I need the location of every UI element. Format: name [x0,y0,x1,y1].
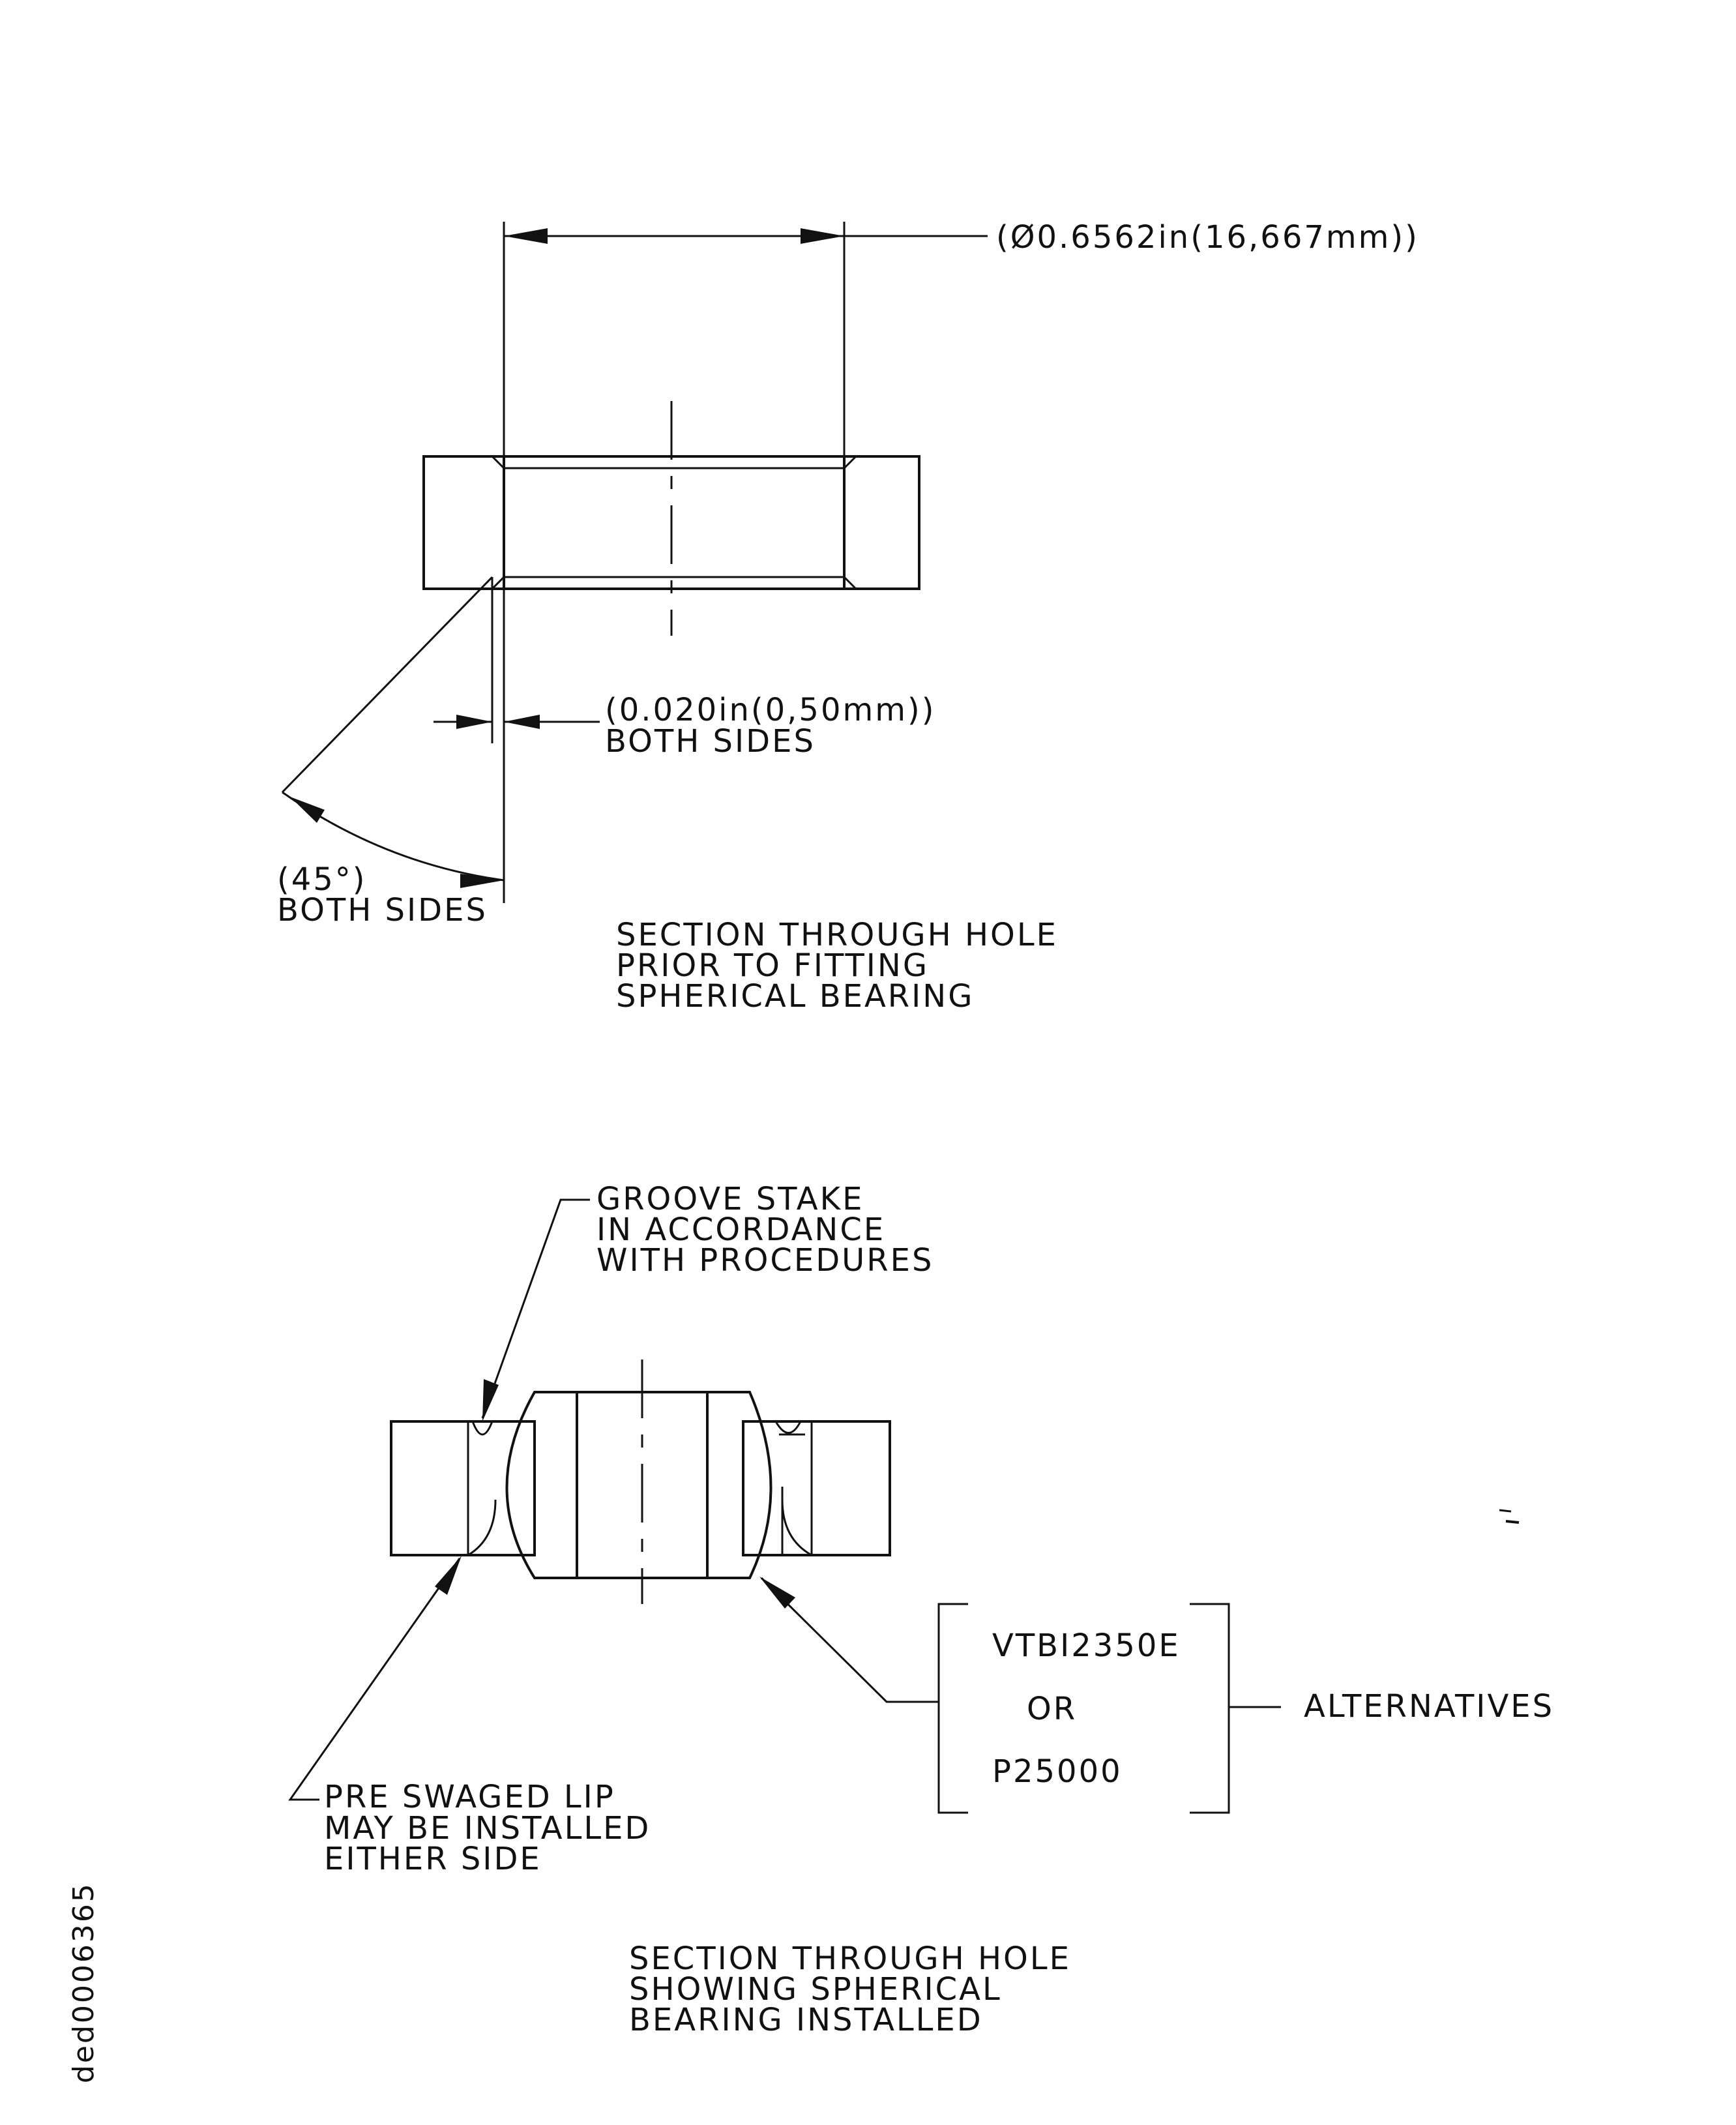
angle-label-line2: BOTH SIDES [277,892,488,929]
chamfer-bl [491,576,505,590]
groove-stake-line1: GROOVE STAKE [596,1181,864,1217]
arrowhead-left [504,228,548,244]
groove-notch-right [774,1421,802,1434]
part-number-2: P25000 [992,1753,1123,1790]
chamfer-tl [491,455,505,469]
part-number-1: VTBI2350E [992,1627,1181,1664]
lip-left [467,1499,497,1556]
top-section-view: (Ø0.6562in(16,667mm)) (0.020in(0,50mm)) … [277,219,1419,1015]
bottom-caption-line1: SECTION THROUGH HOLE [629,1940,1071,1977]
groove-notch-left [471,1421,493,1436]
spherical-bearing-ball [505,1391,772,1579]
scan-specks [1499,1509,1520,1524]
chamfer-arrow-right [504,715,540,729]
chamfer-width-line1: (0.020in(0,50mm)) [605,692,935,728]
part-number-or: OR [1027,1691,1077,1727]
bearing-leader [760,1577,939,1703]
groove-stake-line3: WITH PROCEDURES [596,1242,934,1279]
bracket-right [1190,1603,1230,1814]
top-caption-line1: SECTION THROUGH HOLE [616,917,1058,953]
angle-arrow-bottom [460,874,504,888]
housing-right [742,1420,891,1556]
chamfer-arrow-left [456,715,492,729]
alternatives-label: ALTERNATIVES [1304,1688,1554,1725]
arrowhead-right [801,228,844,244]
chamfer-br [843,576,857,590]
angle-label-line1: (45°) [277,861,367,898]
document-id: ded0006365 [67,1882,100,2083]
speck-2 [1505,1520,1520,1524]
diameter-label: (Ø0.6562in(16,667mm)) [996,219,1419,256]
lip-arrow [435,1556,462,1595]
lip-note-line3: EITHER SIDE [324,1841,542,1877]
groove-stake-line2: IN ACCORDANCE [596,1211,885,1248]
lip-right [781,1499,812,1556]
bearing-arrow [759,1577,795,1609]
angle-leader-line [281,576,493,794]
groove-stake-leader [481,1198,590,1419]
bottom-caption-line3: BEARING INSTALLED [629,2002,983,2038]
top-caption-line2: PRIOR TO FITTING [616,947,929,984]
angle-arrow-top [290,797,325,823]
bottom-section-view: GROOVE STAKE IN ACCORDANCE WITH PROCEDUR… [288,1181,1554,2038]
housing-left [390,1420,536,1556]
lip-note-line2: MAY BE INSTALLED [324,1810,651,1847]
lip-note-line1: PRE SWAGED LIP [324,1779,615,1815]
chamfer-tr [843,455,857,469]
chamfer-width-line2: BOTH SIDES [605,723,816,760]
lip-leader [288,1558,461,1801]
top-caption-line3: SPHERICAL BEARING [616,978,974,1015]
speck-1 [1499,1509,1512,1513]
groove-stake-arrow [482,1379,499,1421]
bottom-caption-line2: SHOWING SPHERICAL [629,1971,1002,2008]
bracket-left [937,1603,968,1814]
